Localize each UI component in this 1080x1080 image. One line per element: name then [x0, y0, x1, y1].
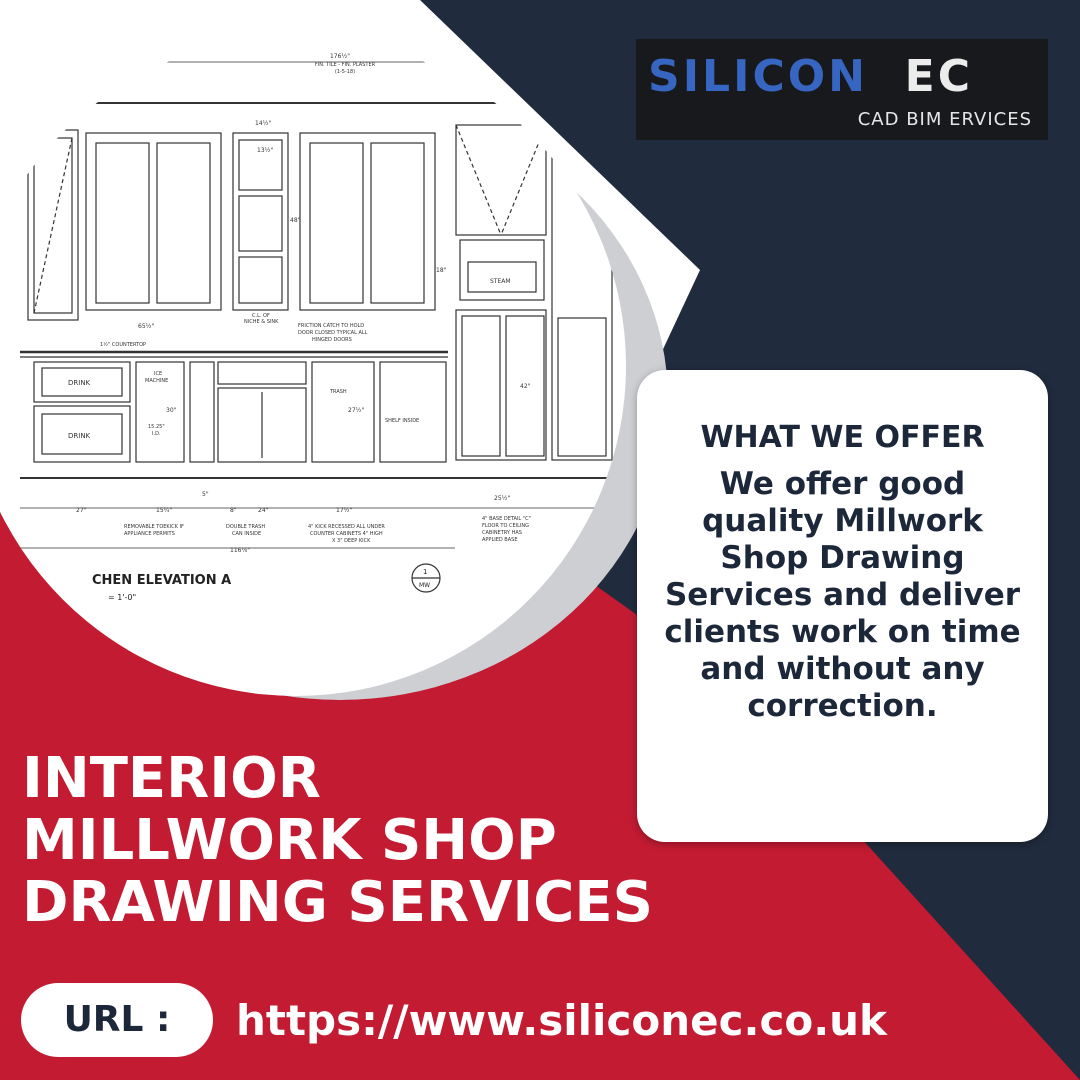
url-label-pill: URL :	[21, 983, 213, 1057]
silicon-ec-logo: SILICON EC CAD BIM ERVICES	[636, 39, 1048, 140]
base-note: 4" BASE DETAIL "C"	[482, 516, 531, 522]
offer-description: We offer good quality Millwork Shop Draw…	[664, 466, 1021, 724]
dim-label: 5"	[202, 491, 209, 498]
sink-base	[217, 387, 307, 463]
upper-cabinet-b	[299, 132, 436, 311]
header-finish-note: FIN. TILE - FIN. PLASTER	[315, 62, 376, 68]
dim-label: 116⅛"	[230, 547, 250, 554]
niche-shelf-2	[238, 195, 283, 252]
sink-drawer	[217, 361, 307, 385]
dim-label: 17½"	[336, 507, 352, 514]
tall-cabinet-upper	[455, 124, 547, 236]
tall-door-2	[505, 315, 545, 457]
id-dim: 15.25"	[148, 424, 165, 430]
double-trash-note: DOUBLE TRASH	[226, 524, 265, 530]
dim-label: 18"	[436, 267, 447, 274]
tall-door-1	[461, 315, 501, 457]
toekick-note: APPLIANCE PERMITS	[124, 531, 175, 537]
drawing-circle: 176½" FIN. TILE - FIN. PLASTER (1-5-18) …	[0, 36, 626, 696]
dim-label: 27½"	[348, 407, 364, 414]
upper-cabinet-a	[85, 132, 222, 311]
steam-oven-panel	[467, 261, 537, 293]
toekick-note: REMOVABLE TOEKICK IF	[124, 524, 184, 530]
url-label: URL :	[63, 999, 171, 1040]
drink-fridge-2-panel	[41, 413, 123, 455]
section-marker-number: 1	[423, 568, 427, 576]
tall-cabinet-lower	[455, 309, 547, 461]
kick-note: X 3" DEEP KICK	[332, 538, 371, 544]
ice-machine-label: ICE	[154, 371, 162, 377]
dim-label: 65½"	[138, 323, 154, 330]
header-dim: 176½"	[330, 53, 350, 60]
dim-label: 30"	[166, 407, 177, 414]
headline-line-3: DRAWING SERVICES	[22, 870, 653, 935]
left-upper-cabinet-inner	[33, 137, 73, 314]
logo-wordmark: SILICON EC	[648, 49, 973, 105]
steam-label: STEAM	[490, 278, 511, 285]
left-upper-diagonal	[33, 137, 73, 314]
ice-machine	[135, 361, 185, 463]
drink-fridge-1	[33, 361, 131, 403]
dim-label: 48"	[290, 217, 301, 224]
dim-label: 8"	[230, 507, 237, 514]
id-dim: I.D.	[152, 431, 161, 437]
friction-note: DOOR CLOSED TYPICAL ALL	[298, 330, 368, 336]
niche-shelf-3	[238, 256, 283, 304]
logo-subtitle: CAD BIM ERVICES	[857, 109, 1032, 130]
headline-line-1: INTERIOR	[22, 746, 321, 811]
niche-note: C.L. OF	[252, 313, 270, 319]
niche-shelf-1	[238, 139, 283, 191]
niche-column	[232, 132, 289, 311]
upper-door-a1	[95, 142, 150, 304]
dim-label: 14½"	[255, 120, 271, 127]
tall-upper-diag-2	[500, 124, 547, 236]
elevation-scale: = 1'-0"	[108, 593, 136, 602]
double-trash-note: CAN INSIDE	[232, 531, 261, 537]
drink-label: DRINK	[68, 432, 91, 440]
offer-heading: WHAT WE OFFER	[700, 420, 985, 455]
dim-label: 15¼"	[156, 507, 172, 514]
shelf-cabinet	[379, 361, 447, 463]
millwork-elevation-drawing: 176½" FIN. TILE - FIN. PLASTER (1-5-18) …	[20, 53, 613, 602]
trash-label: TRASH	[329, 389, 347, 395]
trash-cabinet	[311, 361, 375, 463]
friction-note: HINGED DOORS	[312, 337, 352, 343]
logo-wordmark-silicon: SILICON	[648, 51, 868, 102]
website-url-link[interactable]: https://www.siliconec.co.uk	[236, 996, 887, 1045]
tall-upper-diag-1	[455, 124, 502, 236]
headline-line-2: MILLWORK SHOP	[22, 808, 557, 873]
filler-panel	[189, 361, 215, 463]
dim-label: 25½"	[494, 495, 510, 502]
header-finish-ref: (1-5-18)	[335, 69, 355, 75]
drink-fridge-2	[33, 405, 131, 463]
base-note: FLOOR TO CEILING	[482, 523, 529, 529]
left-upper-cabinet	[27, 129, 79, 321]
base-note: APPLIED BASE	[482, 537, 518, 543]
main-headline: INTERIOR MILLWORK SHOP DRAWING SERVICES	[22, 748, 782, 934]
kick-note: 4" KICK RECESSED ALL UNDER	[308, 524, 385, 530]
drink-fridge-1-panel	[41, 367, 123, 397]
niche-note: NICHE & SINK	[244, 319, 279, 325]
ice-machine-label: MACHINE	[145, 378, 168, 384]
elevation-title: CHEN ELEVATION A	[92, 573, 231, 588]
kick-note: COUNTER CABINETS 4" HIGH	[310, 531, 383, 537]
far-right-door	[557, 317, 607, 457]
dim-label: 27"	[76, 507, 87, 514]
friction-note: FRICTION CATCH TO HOLD	[298, 323, 364, 329]
shelf-label: SHELF INSIDE	[385, 418, 419, 424]
what-we-offer-card: WHAT WE OFFER We offer good quality Mill…	[637, 370, 1048, 842]
upper-door-a2	[156, 142, 211, 304]
drink-label: DRINK	[68, 379, 91, 387]
upper-door-b1	[309, 142, 364, 304]
steam-oven	[459, 239, 545, 301]
dim-label: 24"	[258, 507, 269, 514]
countertop-note: 1½" COUNTERTOP	[100, 341, 146, 348]
logo-wordmark-ec: EC	[904, 51, 973, 102]
dim-label: 42"	[520, 383, 531, 390]
far-right-cabinet	[551, 124, 613, 461]
dim-label: 13½"	[257, 147, 273, 154]
section-marker-tag: MW	[419, 582, 430, 589]
upper-door-b2	[370, 142, 425, 304]
base-note: CABINETRY HAS	[482, 530, 522, 536]
